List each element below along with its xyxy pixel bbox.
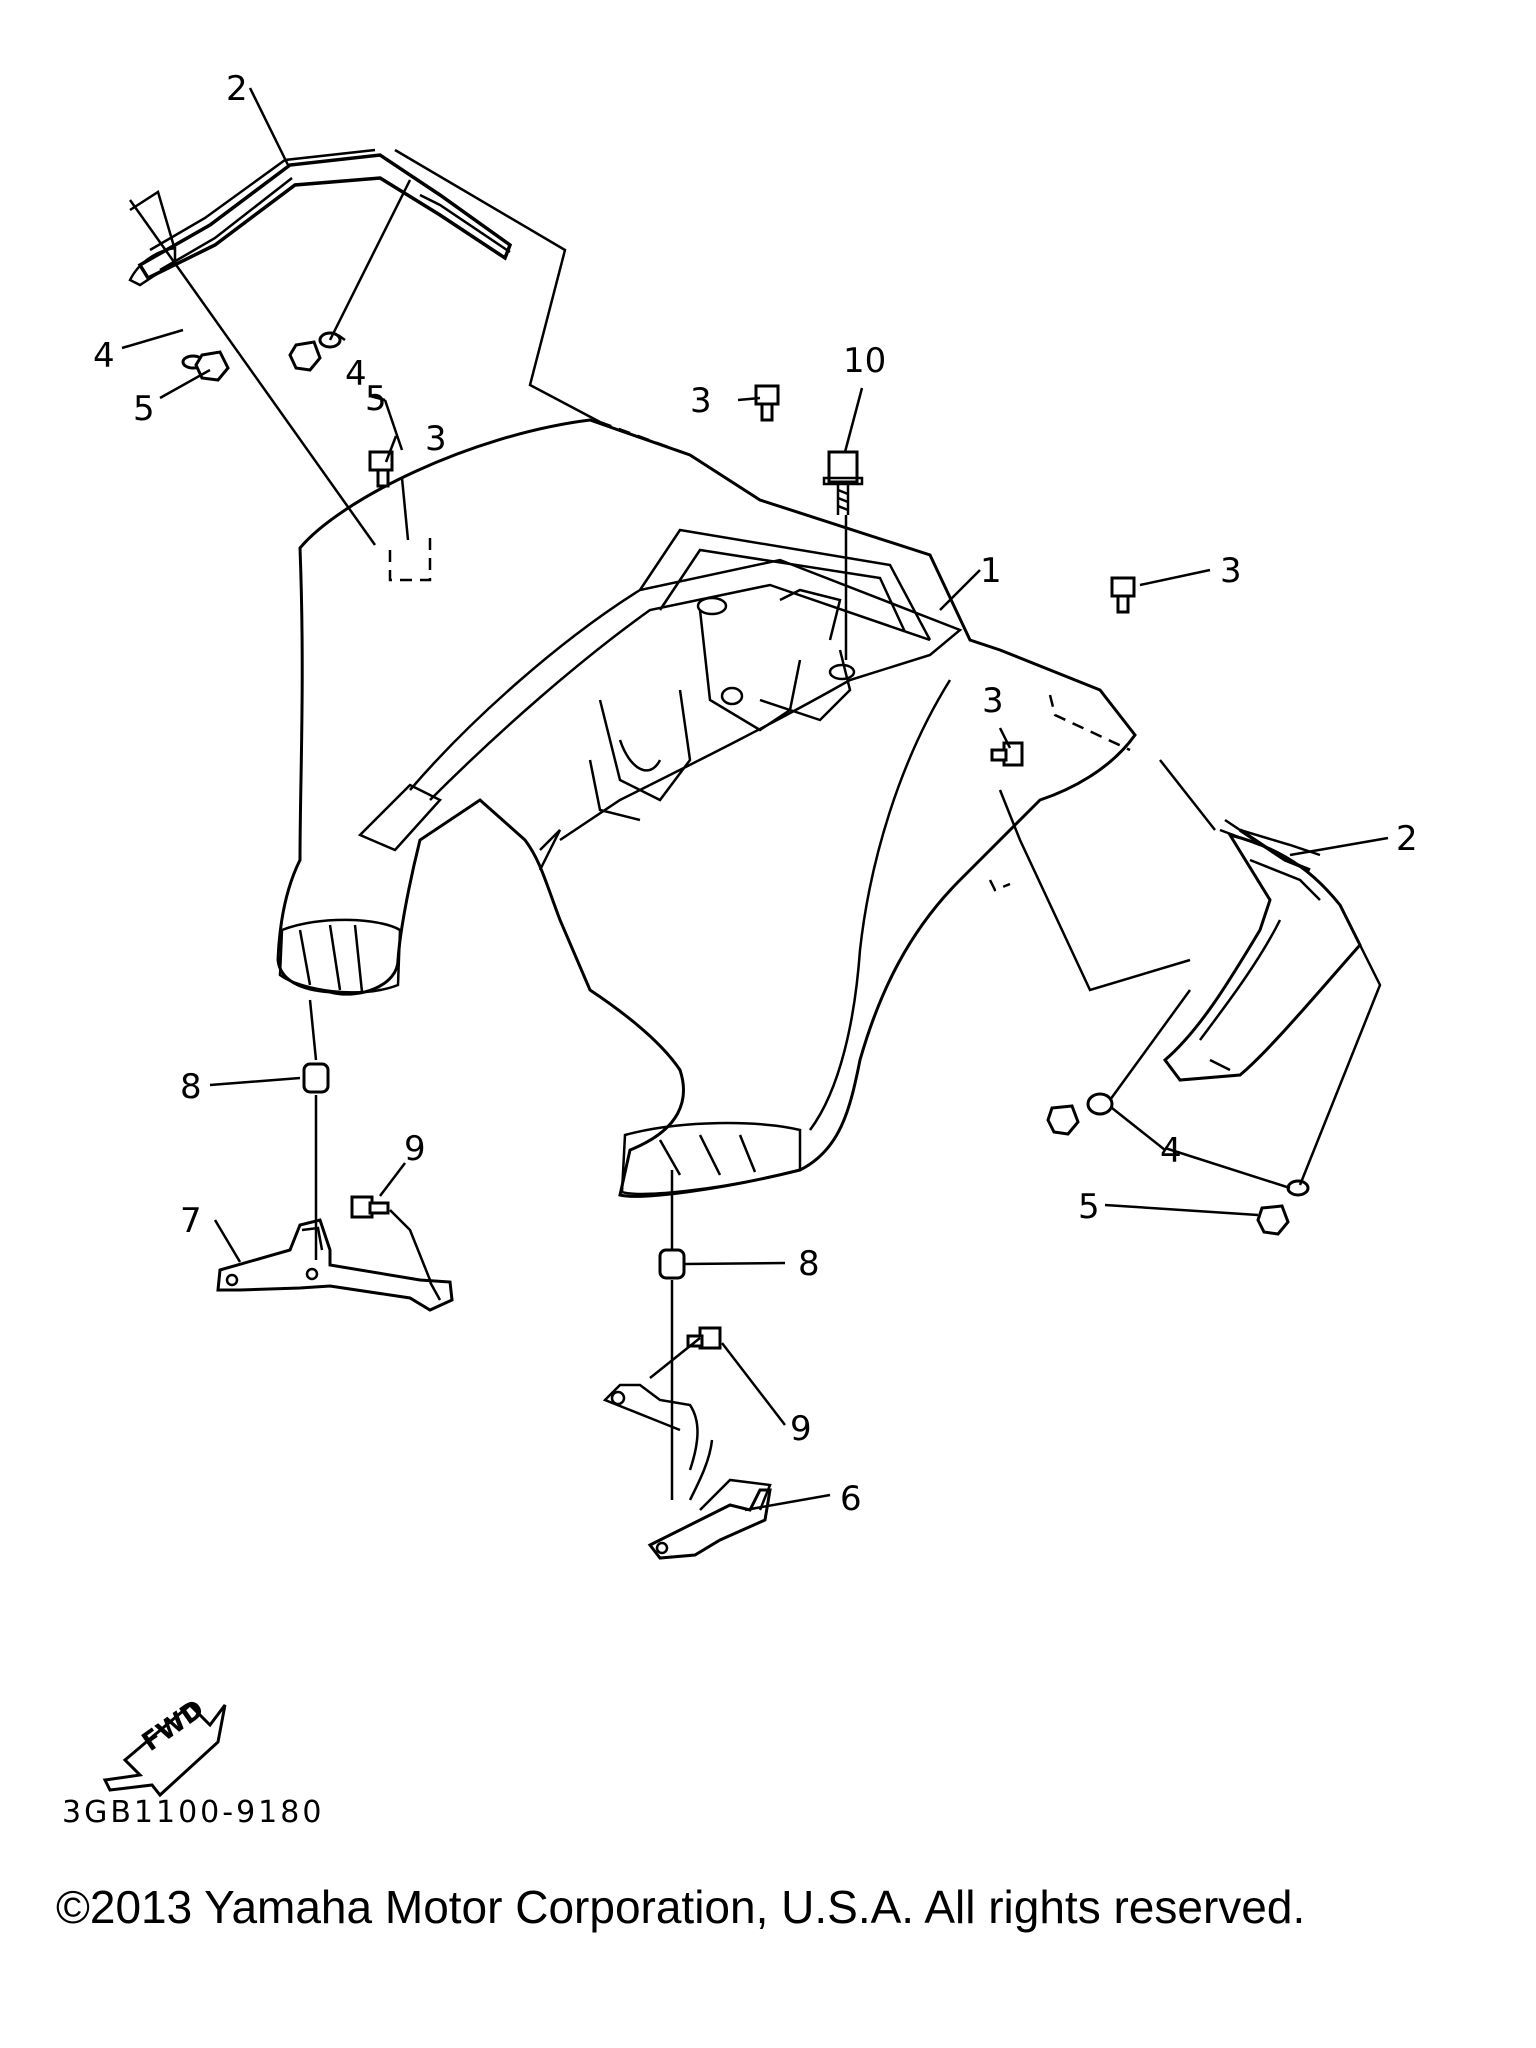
callout-4-right: 4	[1160, 1131, 1182, 1171]
drawing-code: 3GB1100-9180	[62, 1795, 325, 1830]
callout-5-left: 5	[133, 389, 155, 429]
callout-8-left: 8	[180, 1067, 202, 1107]
mudflap-right	[1162, 818, 1362, 1082]
callout-7: 7	[180, 1201, 202, 1241]
callouts: 2 4 5 4 5 3 3 10 3 3 1 2 4 5 8 9 7 8 9 6	[93, 69, 1418, 1519]
callout-2-upper: 2	[226, 69, 248, 109]
callout-3-top: 3	[690, 381, 712, 421]
front-fender	[276, 418, 1137, 1198]
callout-3-mid: 3	[982, 681, 1004, 721]
callout-1: 1	[980, 551, 1002, 591]
bracket-left	[216, 1218, 454, 1312]
leader-lines	[121, 87, 1389, 1512]
callout-4-left: 4	[93, 336, 115, 376]
callout-8-center: 8	[798, 1244, 820, 1284]
callout-3-right: 3	[1220, 551, 1242, 591]
copyright-notice: ©2013 Yamaha Motor Corporation, U.S.A. A…	[56, 1881, 1306, 1933]
callout-4-upper: 4	[345, 354, 367, 394]
callout-2-right: 2	[1396, 819, 1418, 859]
fwd-arrow: FWD	[102, 1694, 227, 1798]
mudflap-left	[128, 148, 513, 287]
callout-9-center: 9	[790, 1409, 812, 1449]
callout-5-right: 5	[1078, 1187, 1100, 1227]
callout-3-left: 3	[425, 419, 447, 459]
callout-6: 6	[840, 1479, 862, 1519]
callout-9-left: 9	[404, 1129, 426, 1169]
bracket-center	[602, 1383, 772, 1560]
callout-5-upper: 5	[365, 379, 387, 419]
hardware	[181, 331, 1310, 1350]
callout-10: 10	[843, 341, 886, 381]
